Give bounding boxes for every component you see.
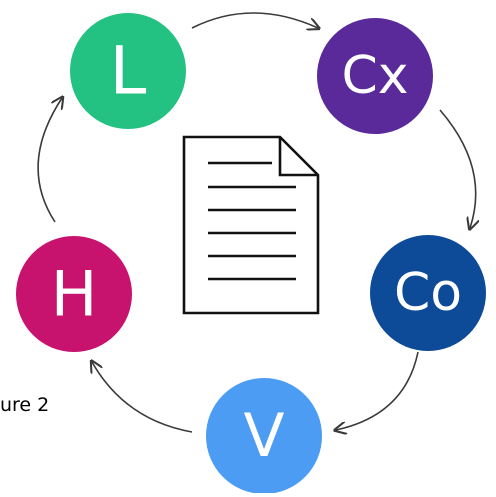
node-v-label: V	[243, 401, 284, 471]
arrow-co-to-v	[336, 351, 419, 430]
node-co-circle	[370, 235, 486, 351]
node-h-label: H	[51, 258, 98, 331]
node-cx-label: Cx	[341, 46, 408, 106]
arrow-l-to-cx	[191, 12, 318, 28]
node-l-label: L	[110, 33, 147, 110]
node-l-circle	[70, 13, 186, 129]
node-co: Co	[370, 235, 486, 351]
node-v: V	[206, 378, 322, 494]
cycle-arrows	[37, 12, 476, 433]
node-h-circle	[16, 236, 132, 352]
node-h: H	[16, 236, 132, 352]
figure-label: ure 2	[0, 394, 50, 416]
node-cx: Cx	[317, 18, 433, 134]
arrow-h-to-l	[37, 98, 62, 223]
arrow-cx-to-co	[439, 109, 476, 228]
node-v-circle	[206, 378, 322, 494]
node-l: L	[70, 13, 186, 129]
document-icon	[182, 135, 320, 315]
node-co-label: Co	[394, 263, 462, 323]
node-cx-circle	[317, 18, 433, 134]
arrow-v-to-h	[92, 362, 193, 433]
